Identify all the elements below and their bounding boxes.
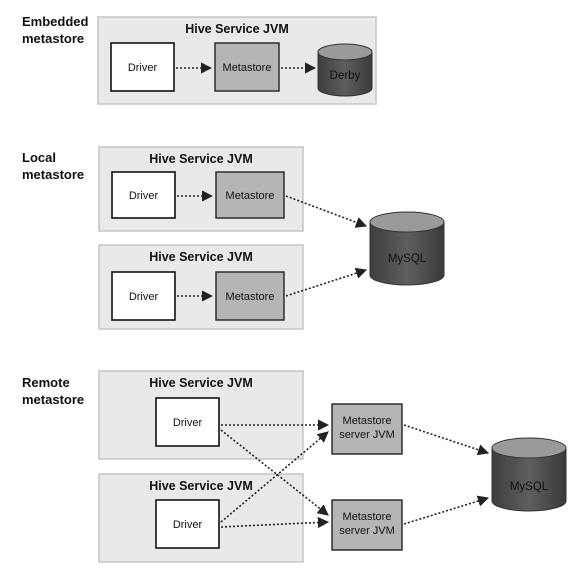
remote-metastore-server1-label-line1: Metastore [343, 415, 392, 427]
local-jvm1-metastore-label: Metastore [226, 190, 275, 202]
local-jvm2-driver-label: Driver [129, 291, 159, 303]
local-jvm1-title: Hive Service JVM [149, 152, 253, 166]
remote-driver1-to-server2-arrow [220, 429, 329, 516]
remote-label-line1: Remote [22, 375, 70, 390]
local-section: Local metastore Hive Service JVM Driver … [22, 146, 445, 330]
remote-driver2-to-server1-arrow [220, 431, 329, 523]
remote-driver2-to-server2-arrow [220, 516, 330, 529]
remote-metastore-server1-box [331, 403, 403, 455]
remote-mysql-database-icon [491, 437, 567, 512]
remote-metastore-server2-label-line1: Metastore [343, 511, 392, 523]
remote-jvm1-driver-box [155, 397, 220, 447]
remote-jvm2-driver-box [155, 499, 220, 549]
remote-jvm1-title: Hive Service JVM [149, 376, 253, 390]
remote-jvm2-title: Hive Service JVM [149, 479, 253, 493]
remote-metastore-server2-label-line2: server JVM [339, 525, 395, 537]
embedded-label-line1: Embedded [22, 14, 89, 29]
local-mysql-label: MySQL [388, 253, 427, 265]
derby-label: Derby [330, 70, 361, 82]
embedded-metastore-label: Metastore [223, 62, 272, 74]
local-label-line2: metastore [22, 167, 84, 182]
embedded-jvm-title: Hive Service JVM [185, 22, 289, 36]
embedded-driver-label: Driver [128, 62, 158, 74]
local-jvm2-title: Hive Service JVM [149, 250, 253, 264]
local-jvm1-driver-box [111, 171, 176, 219]
remote-server1-to-mysql-arrow [403, 424, 490, 456]
embedded-label-line2: metastore [22, 31, 84, 46]
remote-section: Remote metastore Hive Service JVM Driver… [22, 370, 567, 563]
local-mysql-database-icon [369, 211, 445, 286]
local-jvm2-driver-box [111, 271, 176, 321]
local-jvm2-metastore-label: Metastore [226, 291, 275, 303]
remote-server2-to-mysql-arrow [403, 495, 490, 525]
local-jvm2-metastore-box [215, 271, 285, 321]
local-jvm1-metastore-box [215, 171, 285, 219]
remote-mysql-label: MySQL [510, 481, 549, 493]
derby-database-icon [317, 43, 373, 97]
embedded-driver-box [110, 42, 175, 92]
remote-jvm2-driver-label: Driver [173, 519, 203, 531]
local-label-line1: Local [22, 150, 56, 165]
embedded-section: Embedded metastore Hive Service JVM Driv… [22, 14, 377, 105]
local-jvm1-driver-label: Driver [129, 190, 159, 202]
embedded-metastore-box [214, 42, 280, 92]
remote-metastore-server1-label-line2: server JVM [339, 429, 395, 441]
remote-label-line2: metastore [22, 392, 84, 407]
remote-jvm1-driver-label: Driver [173, 417, 203, 429]
remote-metastore-server2-box [331, 499, 403, 551]
